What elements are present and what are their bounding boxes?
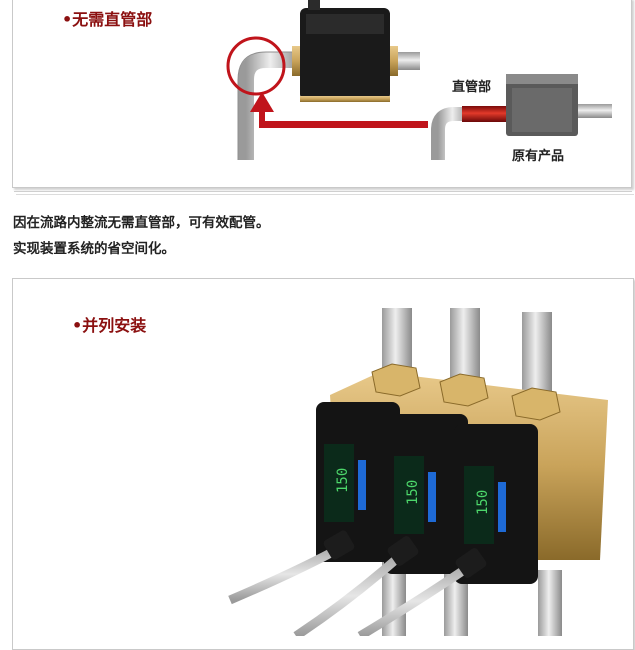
display-readout: 150 — [405, 480, 421, 505]
sensor-module: 150 — [384, 414, 468, 574]
red-arrow — [250, 92, 428, 128]
diagram-new-sensor — [226, 0, 420, 160]
sensor-module: 150 — [316, 402, 400, 562]
label-straight-pipe: 直管部 — [452, 80, 492, 95]
cables — [228, 530, 487, 636]
panel-stack-edge — [14, 188, 632, 192]
description-line: 实现装置系统的省空间化。 — [13, 241, 175, 257]
label-original-product: 原有产品 — [512, 149, 565, 164]
illustration-layer: 150 150 150 — [226, 0, 612, 636]
display-readout: 150 — [475, 490, 491, 515]
straight-pipe-section — [462, 106, 512, 122]
display-readout: 150 — [335, 468, 351, 493]
description-line: 因在流路内整流无需直管部，可有效配管。 — [13, 215, 270, 231]
sensor-module: 150 — [454, 424, 538, 584]
diagram-original-product — [431, 74, 612, 160]
section-heading-parallel-installation: •并列安装 — [72, 316, 147, 335]
section-heading-no-straight-pipe: •无需直管部 — [62, 10, 153, 29]
highlight-circle — [226, 36, 286, 96]
panel-stack-edge — [16, 191, 634, 195]
